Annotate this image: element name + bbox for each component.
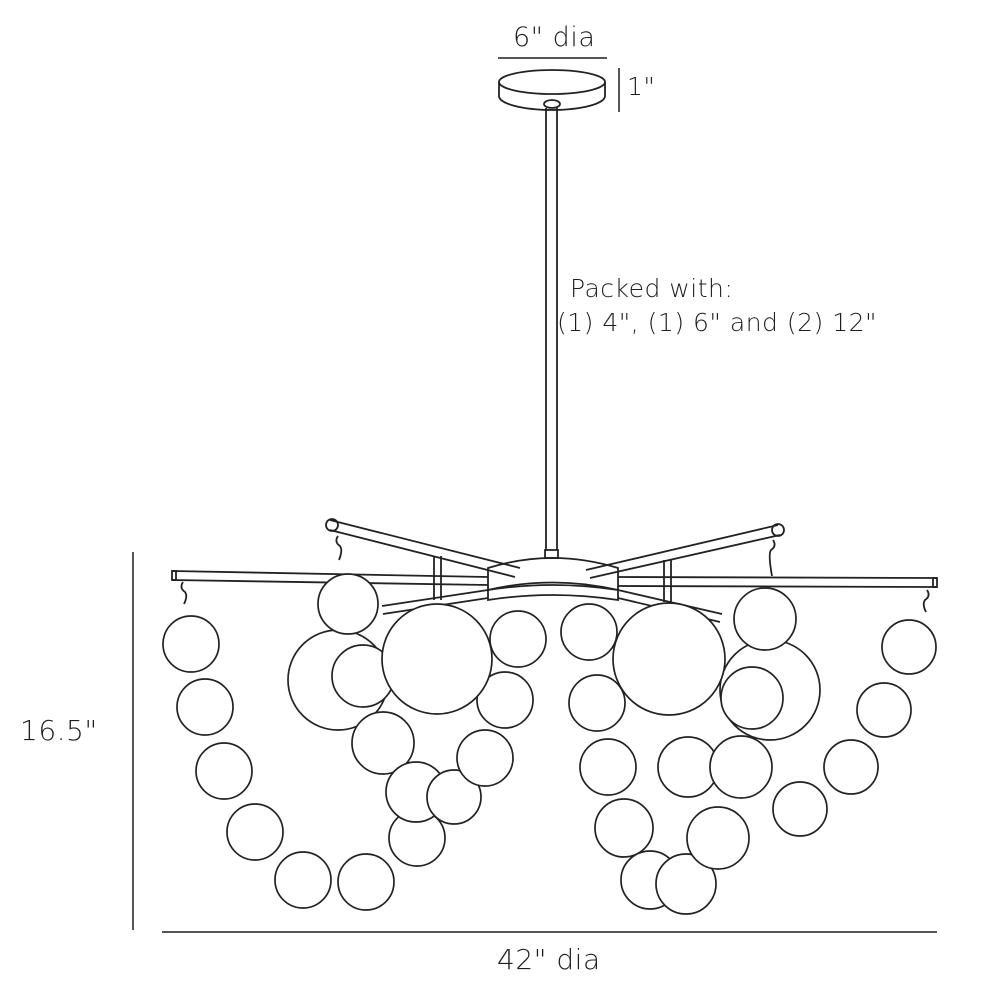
hooks [180,535,930,613]
canopy [498,69,606,111]
rods-list: (1) 4", (1) 6" and (2) 12" [557,308,878,337]
canopy-diameter-label: 6" dia [513,22,596,53]
canopy-height-label: 1" [627,72,656,101]
arms [171,518,938,623]
right-outer-chain [772,619,937,837]
left-inner-cluster [287,573,547,825]
right-inner-cluster [560,587,821,915]
overall-width-label: 42" dia [497,943,601,976]
overall-height-label: 16.5" [20,714,98,747]
left-outer-chain [162,615,446,911]
rods-title: Packed with: [570,274,734,303]
